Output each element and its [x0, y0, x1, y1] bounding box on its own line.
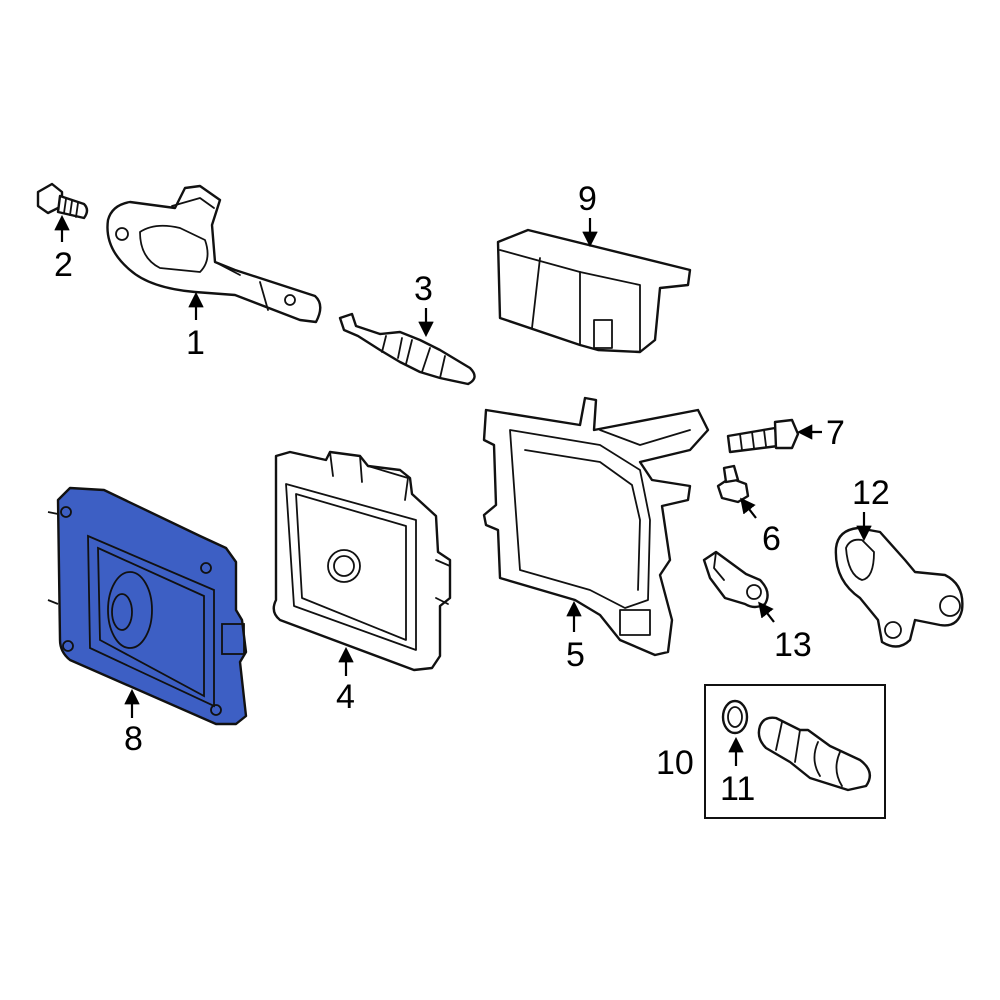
part-8-ecm-highlighted[interactable]: [47, 486, 248, 726]
callout-5: 5: [566, 636, 585, 674]
callout-10: 10: [656, 744, 694, 782]
part-10-sensor[interactable]: [757, 716, 872, 792]
callout-arrows: [54, 214, 872, 766]
part-11-o-ring[interactable]: [721, 699, 749, 735]
part-12-sensor[interactable]: [834, 526, 964, 648]
callout-1: 1: [186, 324, 205, 362]
callout-12: 12: [852, 474, 890, 512]
callout-4: 4: [336, 678, 355, 716]
part-6-nut[interactable]: [716, 464, 750, 504]
part-13-sensor[interactable]: [702, 550, 769, 609]
callout-3: 3: [414, 270, 433, 308]
callout-8: 8: [124, 720, 143, 758]
callout-7: 7: [826, 414, 845, 452]
part-7-bolt[interactable]: [726, 418, 800, 454]
part-2-bolt[interactable]: [36, 182, 89, 220]
part-5-bracket[interactable]: [482, 396, 710, 657]
part-3-spark-plug[interactable]: [338, 312, 476, 386]
part-1-ignition-coil[interactable]: [106, 184, 322, 324]
callout-11: 11: [720, 770, 755, 808]
callout-labels: 1 2 3 4 5 6 7 8 9 10 11 12 13: [54, 180, 890, 808]
callout-9: 9: [578, 180, 597, 218]
callout-2: 2: [54, 246, 73, 284]
part-4-ecm-housing[interactable]: [272, 450, 452, 672]
callout-13: 13: [774, 626, 812, 664]
part-10-kit-box: [704, 684, 886, 819]
callout-6: 6: [762, 520, 781, 558]
part-9-cover[interactable]: [496, 228, 692, 354]
